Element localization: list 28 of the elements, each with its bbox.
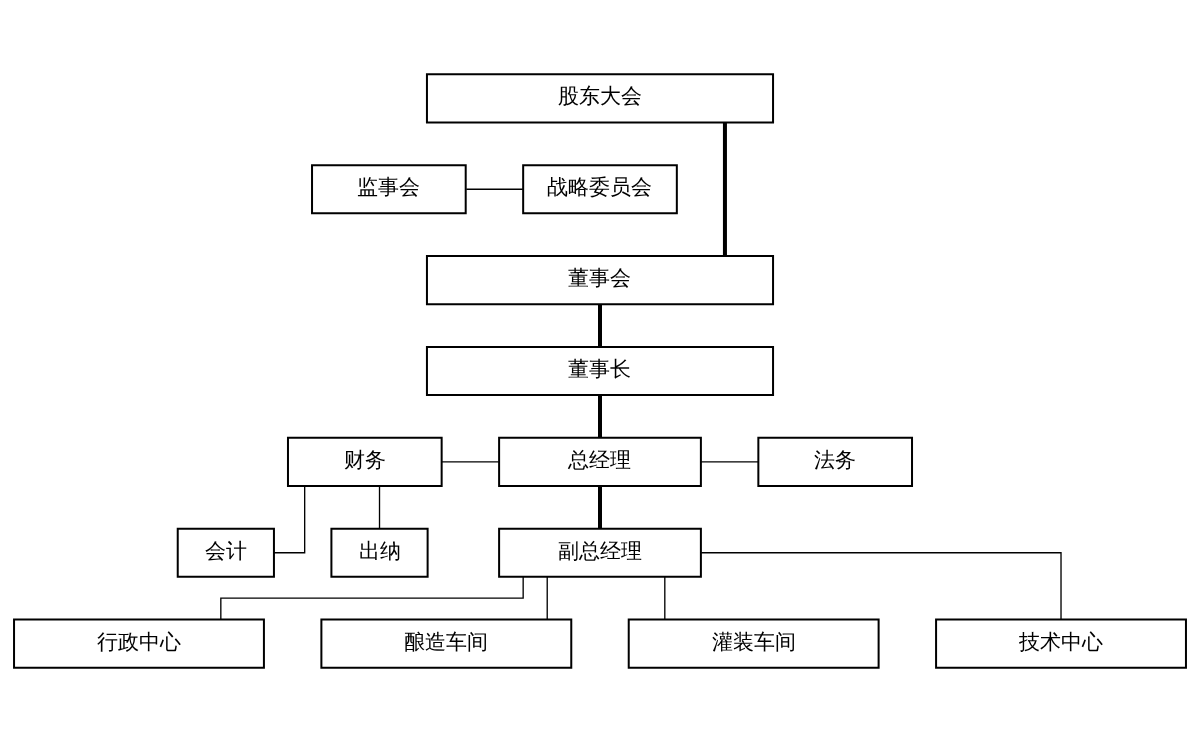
node-box: 监事会	[311, 163, 467, 214]
connector	[598, 394, 602, 437]
node-box: 行政中心	[13, 618, 265, 669]
node-box: 总经理	[498, 436, 702, 487]
connector	[546, 575, 548, 620]
connector	[722, 122, 727, 256]
node-box: 酿造车间	[320, 618, 573, 669]
node-box: 财务	[287, 436, 443, 487]
node-box: 技术中心	[935, 618, 1187, 669]
node-box: 法务	[757, 436, 913, 487]
node-box: 会计	[176, 527, 275, 578]
connector	[441, 460, 500, 463]
connector	[273, 485, 306, 553]
node-box: 副总经理	[498, 527, 702, 578]
node-box: 董事会	[425, 254, 775, 305]
connector	[664, 575, 666, 620]
connector	[378, 485, 381, 529]
node-box: 董事长	[425, 345, 775, 396]
connector	[700, 460, 759, 463]
node-box: 出纳	[330, 527, 429, 578]
connector	[465, 188, 524, 190]
connector	[598, 485, 602, 528]
node-box: 股东大会	[425, 72, 775, 123]
node-box: 灌装车间	[627, 618, 880, 669]
connector	[598, 304, 602, 347]
connector	[700, 551, 1062, 620]
connector	[220, 575, 524, 620]
node-box: 战略委员会	[522, 163, 678, 214]
